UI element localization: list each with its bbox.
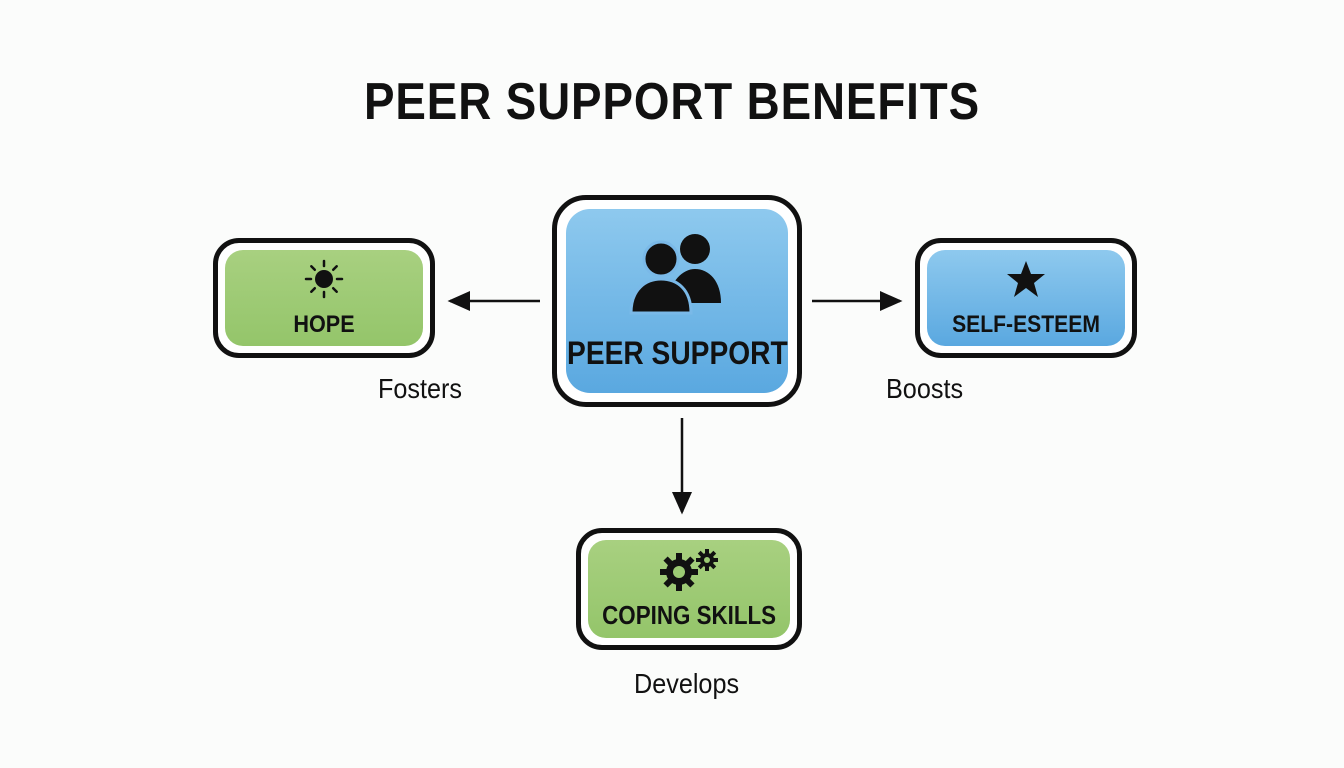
diagram-title: PEER SUPPORT BENEFITS: [364, 73, 980, 131]
star-icon: [1004, 257, 1048, 301]
node-peer-support: PEER SUPPORT: [552, 195, 802, 407]
node-coping-skills-label: COPING SKILLS: [602, 599, 776, 630]
edge-label-fosters: Fosters: [378, 373, 463, 404]
edge-label-develops: Develops: [634, 668, 740, 699]
node-self-esteem: SELF-ESTEEM: [915, 238, 1137, 358]
node-peer-support-label: PEER SUPPORT: [566, 334, 788, 371]
node-coping-skills: COPING SKILLS: [576, 528, 802, 650]
node-self-esteem-label: SELF-ESTEEM: [952, 311, 1100, 338]
gears-icon: [657, 548, 721, 592]
edge-label-boosts: Boosts: [886, 373, 964, 404]
node-hope: HOPE: [213, 238, 435, 358]
people-icon: [629, 231, 725, 315]
sun-icon: [302, 257, 346, 301]
node-hope-label: HOPE: [293, 311, 355, 338]
